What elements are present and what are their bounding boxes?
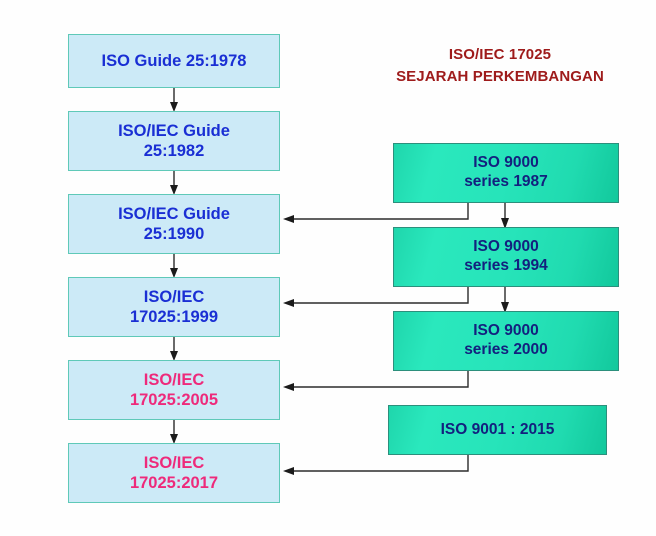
node-label-line-1: ISO/IEC	[143, 453, 205, 472]
connector-1999-to-2005	[170, 337, 178, 361]
node-label-line-1: ISO 9000	[473, 238, 539, 256]
node-label-line-2: 17025:2005	[129, 391, 219, 409]
connector-9001-2015-to-17025-2017	[283, 455, 469, 475]
connector-1994-to-2000	[501, 287, 509, 313]
node-label-line-2: 17025:1999	[129, 308, 219, 326]
node-label-line-2: 25:1982	[143, 142, 205, 160]
node-label-line-2: 25:1990	[143, 225, 205, 243]
node-iso-iec-17025-1999[interactable]: ISO/IEC 17025:1999	[68, 277, 280, 337]
node-iso-iec-17025-2017[interactable]: ISO/IEC 17025:2017	[68, 443, 280, 503]
connector-2000-to-17025-2005	[283, 371, 469, 391]
node-label-line-1: ISO 9000	[473, 154, 539, 172]
node-label-line-1: ISO/IEC Guide	[118, 204, 230, 223]
node-label-line-2: series 1994	[464, 257, 548, 274]
node-iso-iec-guide-25-1990[interactable]: ISO/IEC Guide 25:1990	[68, 194, 280, 254]
connector-1994-to-17025-1999	[283, 287, 469, 307]
node-label-line-2: series 2000	[464, 341, 548, 358]
node-iso-9001-2015[interactable]: ISO 9001 : 2015	[388, 405, 607, 455]
connector-1990-to-1999	[170, 254, 178, 278]
node-iso-9000-series-1987[interactable]: ISO 9000 series 1987	[393, 143, 619, 203]
node-label-line-2: 17025:2017	[129, 474, 219, 492]
diagram-title: ISO/IEC 17025 SEJARAH PERKEMBANGAN	[350, 44, 650, 88]
connector-1987-to-guide-1990	[283, 203, 469, 223]
connector-1978-to-1982	[170, 88, 178, 112]
node-label-line-1: ISO 9001 : 2015	[440, 420, 555, 438]
node-label-line-1: ISO/IEC Guide	[118, 121, 230, 140]
node-iso-iec-guide-25-1982[interactable]: ISO/IEC Guide 25:1982	[68, 111, 280, 171]
node-label-line-1: ISO/IEC	[143, 370, 205, 389]
connector-2005-to-2017	[170, 420, 178, 444]
diagram-title-line-1: ISO/IEC 17025	[448, 46, 552, 63]
node-iso-guide-25-1978[interactable]: ISO Guide 25:1978	[68, 34, 280, 88]
node-label-line-1: ISO 9000	[473, 322, 539, 340]
node-iso-9000-series-2000[interactable]: ISO 9000 series 2000	[393, 311, 619, 371]
node-label-line-2: series 1987	[464, 173, 548, 190]
node-label-line-1: ISO/IEC	[143, 287, 205, 306]
node-label-line-1: ISO Guide 25:1978	[101, 51, 247, 70]
connector-1982-to-1990	[170, 171, 178, 195]
node-iso-iec-17025-2005[interactable]: ISO/IEC 17025:2005	[68, 360, 280, 420]
connector-1987-to-1994	[501, 203, 509, 229]
diagram-title-line-2: SEJARAH PERKEMBANGAN	[396, 67, 604, 85]
node-iso-9000-series-1994[interactable]: ISO 9000 series 1994	[393, 227, 619, 287]
